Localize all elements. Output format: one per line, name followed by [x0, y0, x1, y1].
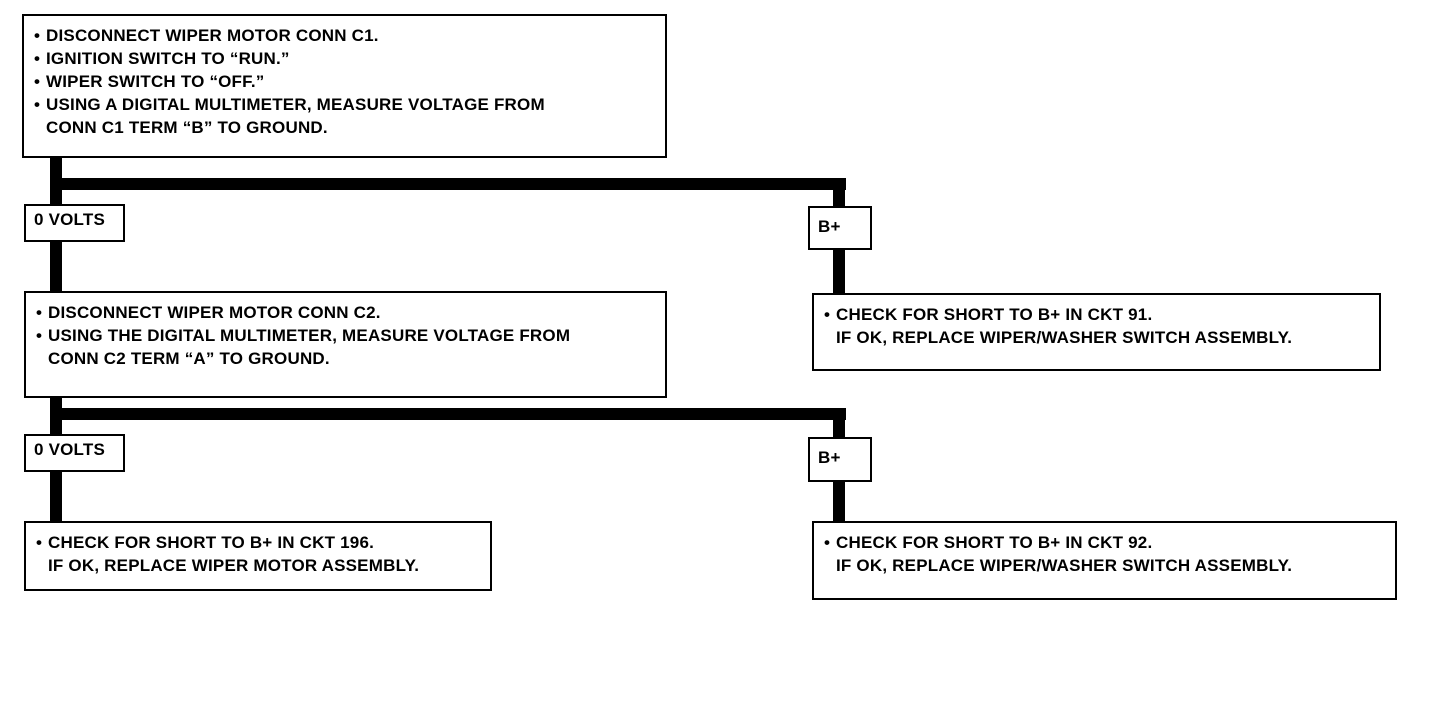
connector-bplus2-down	[833, 480, 845, 524]
bullet-icon: •	[34, 49, 41, 68]
step1-item: • USING A DIGITAL MULTIMETER, MEASURE VOL…	[34, 93, 655, 139]
step2-item-text: DISCONNECT WIPER MOTOR CONN C2.	[48, 303, 381, 322]
step1-item: • DISCONNECT WIPER MOTOR CONN C1.	[34, 24, 655, 47]
connector-branch1-horizontal	[50, 178, 846, 190]
result-bplus2-text: CHECK FOR SHORT TO B+ IN CKT 92. IF OK, …	[836, 533, 1293, 575]
result-0volts2-text: CHECK FOR SHORT TO B+ IN CKT 196. IF OK,…	[48, 533, 420, 575]
bullet-icon: •	[824, 533, 831, 552]
result-0volts2-box: • CHECK FOR SHORT TO B+ IN CKT 196. IF OK…	[24, 521, 492, 591]
step2-item: • USING THE DIGITAL MULTIMETER, MEASURE V…	[36, 324, 655, 370]
bullet-icon: •	[34, 26, 41, 45]
step2-instruction-box: • DISCONNECT WIPER MOTOR CONN C2. • USING …	[24, 291, 667, 398]
step1-instruction-box: • DISCONNECT WIPER MOTOR CONN C1. • IGNITI…	[22, 14, 667, 158]
branch1-bplus-label: B+	[808, 206, 872, 250]
connector-branch2-horizontal	[50, 408, 846, 420]
connector-0volts1-down	[50, 240, 62, 292]
connector-0volts2-down	[50, 470, 62, 522]
branch2-0volts-label: 0 VOLTS	[24, 434, 125, 472]
step1-item: • WIPER SWITCH TO “OFF.”	[34, 70, 655, 93]
step1-item-text: IGNITION SWITCH TO “RUN.”	[46, 49, 290, 68]
step2-item-text: USING THE DIGITAL MULTIMETER, MEASURE VO…	[48, 326, 571, 368]
step1-item-text: USING A DIGITAL MULTIMETER, MEASURE VOLT…	[46, 95, 545, 137]
branch2-bplus-label: B+	[808, 437, 872, 482]
connector-bplus1-down	[833, 248, 845, 294]
bullet-icon: •	[36, 533, 43, 552]
bullet-icon: •	[34, 95, 41, 114]
step1-item-text: DISCONNECT WIPER MOTOR CONN C1.	[46, 26, 379, 45]
result-bplus1-text: CHECK FOR SHORT TO B+ IN CKT 91. IF OK, …	[836, 305, 1293, 347]
bullet-icon: •	[36, 326, 43, 345]
connector-branch2-right-down	[833, 408, 845, 438]
bullet-icon: •	[36, 303, 43, 322]
bullet-icon: •	[34, 72, 41, 91]
result-bplus2-item: • CHECK FOR SHORT TO B+ IN CKT 92. IF OK,…	[824, 531, 1385, 577]
branch1-0volts-label: 0 VOLTS	[24, 204, 125, 242]
connector-branch1-right-down	[833, 178, 845, 206]
bullet-icon: •	[824, 305, 831, 324]
step2-item: • DISCONNECT WIPER MOTOR CONN C2.	[36, 301, 655, 324]
step1-item: • IGNITION SWITCH TO “RUN.”	[34, 47, 655, 70]
result-bplus1-item: • CHECK FOR SHORT TO B+ IN CKT 91. IF OK,…	[824, 303, 1369, 349]
result-bplus2-box: • CHECK FOR SHORT TO B+ IN CKT 92. IF OK,…	[812, 521, 1397, 600]
step1-item-text: WIPER SWITCH TO “OFF.”	[46, 72, 265, 91]
result-0volts2-item: • CHECK FOR SHORT TO B+ IN CKT 196. IF OK…	[36, 531, 480, 577]
result-bplus1-box: • CHECK FOR SHORT TO B+ IN CKT 91. IF OK,…	[812, 293, 1381, 371]
